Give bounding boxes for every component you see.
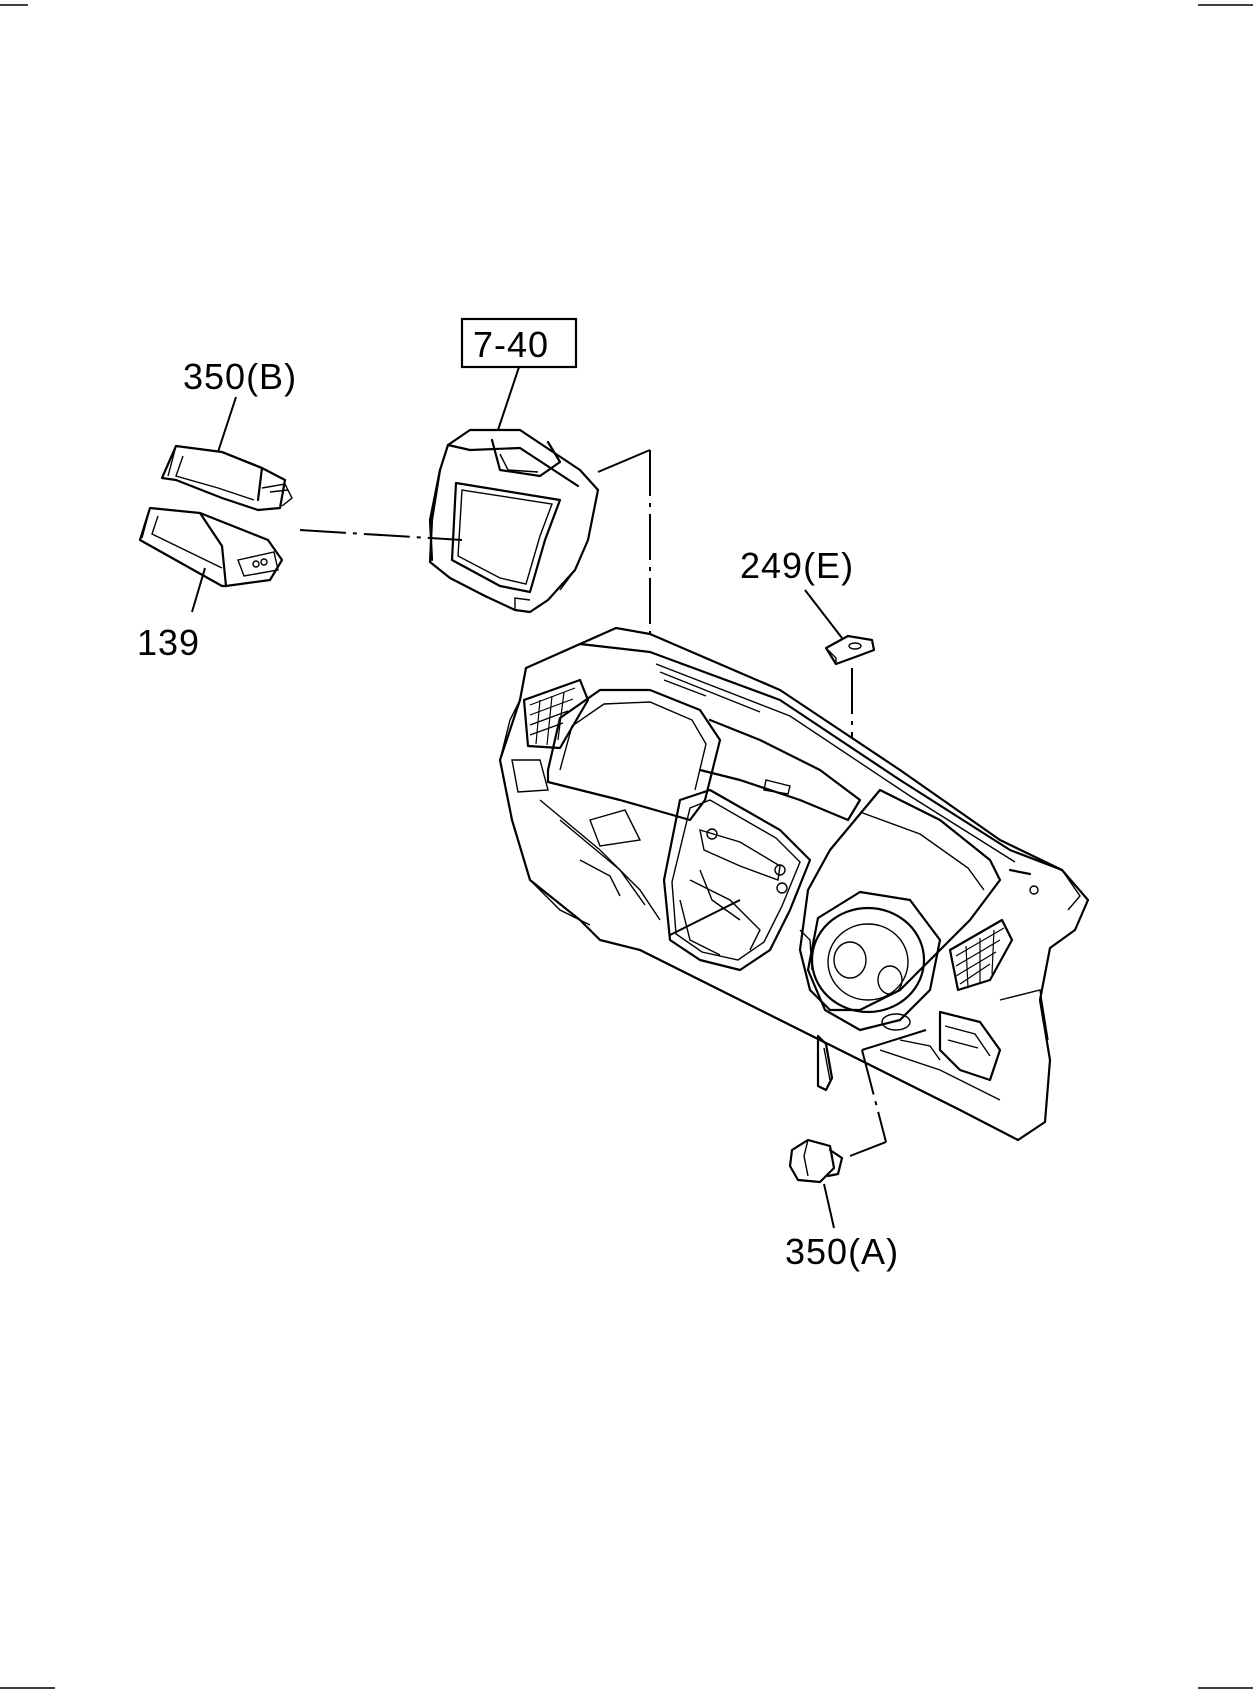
label-139: 139 [137, 622, 200, 663]
part-249e-cover [824, 634, 876, 666]
ref-box-7-40[interactable]: 7-40 [460, 317, 578, 369]
leader-139 [191, 567, 206, 613]
part-139-tray [138, 506, 284, 588]
leader-350a-connector [849, 1029, 927, 1157]
center-bezel [428, 428, 600, 614]
ref-box-label: 7-40 [473, 324, 549, 365]
leader-249e [804, 589, 843, 639]
leader-350b [217, 396, 237, 453]
label-350a: 350(A) [785, 1231, 899, 1272]
leader-tray-to-bezel [299, 529, 463, 541]
instrument-panel [498, 626, 1090, 1142]
crop-marks [0, 4, 1253, 1689]
part-350b-pocket [160, 444, 293, 512]
label-350b: 350(B) [183, 356, 297, 397]
part-350a-switch [788, 1138, 844, 1184]
leader-350a [823, 1183, 835, 1229]
leader-7-40 [497, 366, 520, 431]
label-249e: 249(E) [740, 545, 854, 586]
